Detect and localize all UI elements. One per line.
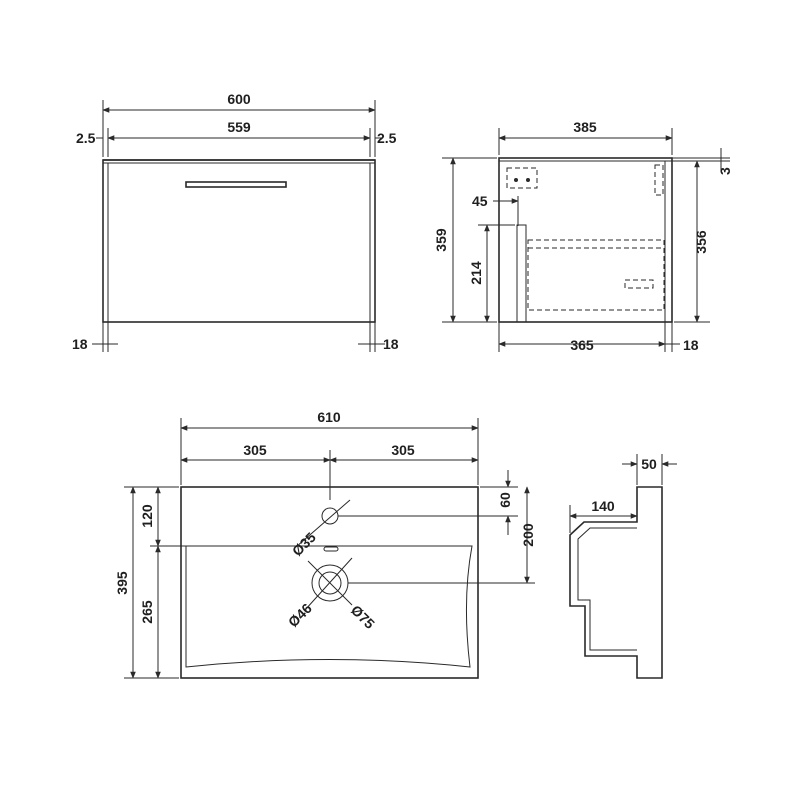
dim-bowl-265: 265 <box>139 600 155 624</box>
basin-bowl <box>185 545 473 668</box>
dim-foot-right: 18 <box>383 336 399 352</box>
dim-base-365: 365 <box>570 337 594 353</box>
dim-depth-385: 385 <box>573 119 597 135</box>
drawer-handle <box>185 181 287 188</box>
bracket-hole <box>514 178 518 182</box>
dim-inner-width-559: 559 <box>227 119 251 135</box>
dim-basin-width-610: 610 <box>317 409 341 425</box>
dim-tap-offset-60: 60 <box>497 492 513 508</box>
dim-side-left: 2.5 <box>76 130 96 146</box>
dim-offset-45: 45 <box>472 193 488 209</box>
wall-bracket <box>506 167 538 189</box>
dim-width-600: 600 <box>227 91 251 107</box>
dim-waste-outer-dia: Ø75 <box>348 602 378 632</box>
dim-section-140: 140 <box>591 498 615 514</box>
side-view: 385 3 359 356 45 214 365 18 <box>433 119 733 353</box>
dim-basin-depth-395: 395 <box>114 571 130 595</box>
drawer-front-strip <box>516 224 527 323</box>
cabinet-side-outline <box>498 157 673 323</box>
dim-top-3: 3 <box>717 167 733 175</box>
dim-height-359: 359 <box>433 228 449 252</box>
dim-tap-to-edge-120: 120 <box>139 504 155 528</box>
leader-dia35 <box>295 499 351 548</box>
drawer-box-hidden <box>527 239 665 311</box>
dim-tap-hole-dia: Ø35 <box>289 529 319 559</box>
basin-section-profile <box>569 486 663 679</box>
waste-inner <box>318 571 342 595</box>
bracket-hole <box>526 178 530 182</box>
dim-foot-left: 18 <box>72 336 88 352</box>
dim-height-356: 356 <box>693 230 709 254</box>
dim-rim-50: 50 <box>641 456 657 472</box>
front-view: 600 559 2.5 2.5 18 18 <box>72 91 399 352</box>
dim-half-right-305: 305 <box>391 442 415 458</box>
overflow-slot <box>323 546 339 552</box>
cabinet-front-outline <box>102 159 376 323</box>
bowl-inner-profile <box>577 527 637 651</box>
dim-drawer-214: 214 <box>468 261 484 285</box>
dim-half-left-305: 305 <box>243 442 267 458</box>
drawer-slot <box>624 279 654 289</box>
basin-plan-view: 610 305 305 395 120 265 60 200 Ø35 <box>114 409 536 679</box>
basin-section-view: 50 140 <box>569 454 677 679</box>
dim-waste-offset-200: 200 <box>520 523 536 547</box>
leader-dia75 <box>304 557 353 611</box>
dim-foot-side: 18 <box>683 337 699 353</box>
dim-side-right: 2.5 <box>377 130 397 146</box>
tap-hole <box>321 507 339 525</box>
rear-fixing <box>654 164 664 196</box>
